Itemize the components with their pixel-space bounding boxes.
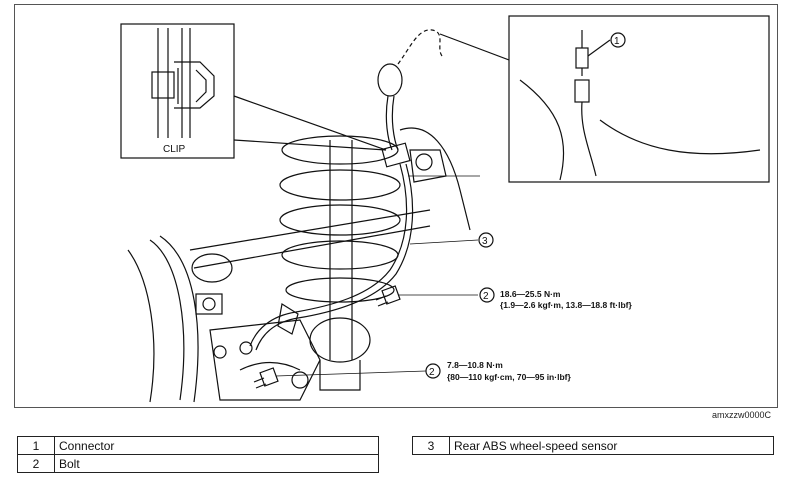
clip-inset-box: [120, 23, 235, 159]
clip-detail-drawing: [151, 28, 215, 138]
legend-row: 3 Rear ABS wheel-speed sensor: [412, 436, 774, 455]
illustration-frame: [14, 4, 778, 408]
legend-table-right: 3 Rear ABS wheel-speed sensor: [412, 436, 774, 455]
coil-spring: [279, 135, 401, 391]
torque-lower-metric: 7.8—10.8 N·m: [447, 360, 503, 370]
leader-line-2-lower: [275, 370, 427, 377]
bolt-lower: [253, 367, 279, 389]
legend-label: Bolt: [54, 454, 379, 473]
upper-arm: [189, 127, 471, 269]
figure-code: amxzzw0000C: [712, 410, 772, 420]
legend-label: Connector: [54, 436, 379, 455]
callout-circle-3: [478, 232, 494, 248]
callout-circle-2-upper: [479, 287, 495, 303]
callout-number-2-upper: 2: [483, 291, 489, 302]
torque-upper-metric: 18.6—25.5 N·m: [500, 289, 561, 299]
torque-lower-imperial: {80—110 kgf·cm, 70—95 in·lbf}: [447, 372, 571, 382]
connector-pointer-line: [439, 33, 510, 61]
bolt-upper: [375, 285, 401, 307]
legend-number: 1: [17, 436, 55, 455]
torque-upper-imperial: {1.9—2.6 kgf·m, 13.8—18.8 ft·lbf}: [500, 300, 632, 310]
connector-detail-drawing: [519, 30, 761, 181]
brake-disc: [127, 235, 233, 403]
callout-circle-2-lower: [425, 363, 441, 379]
legend-number: 3: [412, 436, 450, 455]
clip-pointer-lines: [233, 95, 387, 151]
hidden-harness-line: [397, 29, 443, 65]
legend-number: 2: [17, 454, 55, 473]
legend-label: Rear ABS wheel-speed sensor: [449, 436, 774, 455]
callout-number-3: 3: [482, 236, 488, 247]
abs-sensor-harness: [239, 63, 414, 355]
legend-row: 2 Bolt: [17, 454, 379, 473]
callout-circle-1: [610, 32, 626, 48]
clip-label: CLIP: [163, 144, 186, 155]
knuckle: [209, 319, 321, 401]
leader-line-3: [409, 239, 479, 245]
connector-inset-box: [508, 15, 770, 183]
callout-number-2-lower: 2: [429, 367, 435, 378]
callout-number-1: 1: [614, 36, 620, 47]
legend-row: 1 Connector: [17, 436, 379, 455]
legend-table-left: 1 Connector 2 Bolt: [17, 436, 379, 473]
